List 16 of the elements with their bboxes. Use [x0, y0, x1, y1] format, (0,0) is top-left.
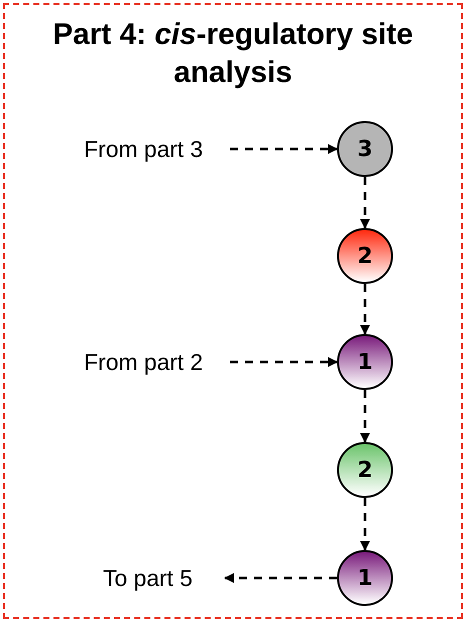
step-label: From part 2	[84, 348, 203, 376]
dashed-arrow	[230, 357, 338, 367]
step-label: To part 5	[103, 564, 192, 592]
dashed-arrow	[360, 177, 370, 229]
step-circle: 3	[337, 121, 393, 177]
dashed-arrow	[360, 390, 370, 443]
step-circle: 2	[337, 442, 393, 498]
step-circle: 1	[337, 550, 393, 606]
step-circle: 2	[337, 228, 393, 284]
dashed-arrow	[224, 573, 337, 583]
step-circle: 1	[337, 334, 393, 390]
dashed-arrow	[360, 498, 370, 551]
title: Part 4: cis-regulatory site analysis	[52, 17, 414, 91]
dashed-arrow	[360, 284, 370, 335]
step-label: From part 3	[84, 135, 203, 163]
dashed-arrow	[230, 144, 338, 154]
